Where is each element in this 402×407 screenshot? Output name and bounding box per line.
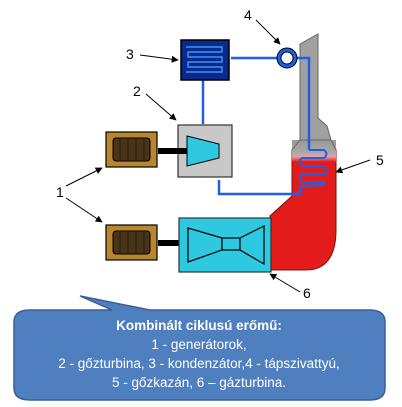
callout-line-1: 1 - generátorok, <box>151 337 247 352</box>
callout-line-3: 5 - gőzkazán, 6 – gázturbina. <box>111 375 287 390</box>
label-4: 4 <box>244 7 252 23</box>
callout-box <box>13 295 386 401</box>
steam-turbine <box>177 124 233 178</box>
condenser <box>180 39 230 81</box>
label-1: 1 <box>56 184 64 200</box>
label-3: 3 <box>126 46 134 62</box>
gas-shaft <box>158 240 180 246</box>
boiler-coil <box>298 149 328 187</box>
label-leaders <box>65 19 371 293</box>
callout-text: Kombinált ciklusú erőmű: 1 - generátorok… <box>14 316 384 392</box>
generator-lower <box>105 224 158 261</box>
steam-shaft <box>158 148 187 154</box>
label-2: 2 <box>133 83 141 99</box>
label-6: 6 <box>303 285 311 301</box>
callout-line-2: 2 - gőzturbina, 3 - kondenzátor,4 - táps… <box>58 356 340 371</box>
feed-pump <box>276 47 298 69</box>
callout-title: Kombinált ciklusú erőmű: <box>116 318 282 333</box>
gas-turbine <box>178 217 272 273</box>
water-steam-pipes <box>201 56 311 196</box>
generator-upper <box>105 131 158 168</box>
label-5: 5 <box>376 152 384 168</box>
